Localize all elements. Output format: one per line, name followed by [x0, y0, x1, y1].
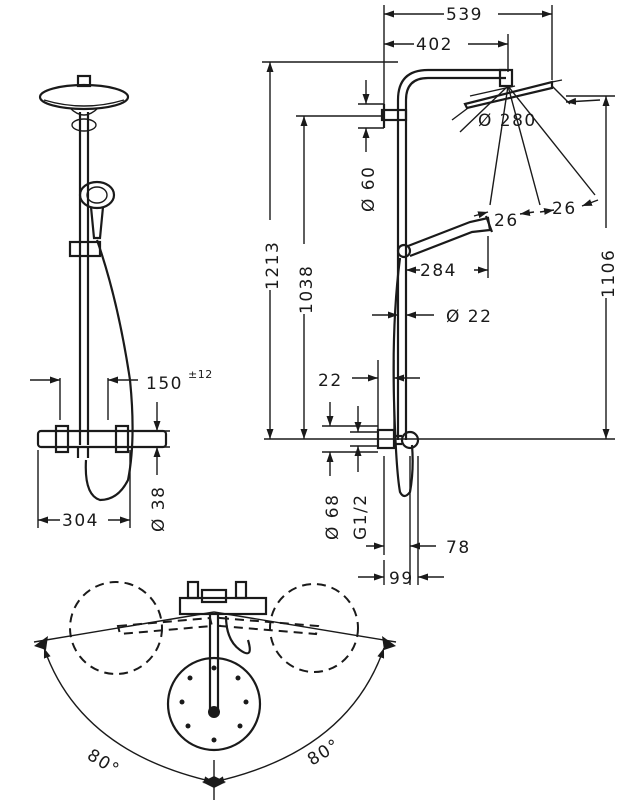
dim-spray-angle-a-label: 26 [494, 211, 519, 231]
side-hose [392, 257, 414, 498]
dim-wall-distance-label: 99 [389, 569, 414, 589]
top-angle-left-label: 80° [83, 745, 123, 780]
dim-arm-reach: 402 [384, 34, 509, 72]
swing-arm-left [116, 616, 214, 636]
front-hose [84, 239, 134, 502]
dim-arm-reach-label: 402 [416, 35, 453, 55]
dim-front-mixer-dia-label: Ø 38 [149, 486, 169, 532]
dim-head-diameter-label: Ø 280 [478, 111, 537, 131]
top-wall-reference [33, 611, 397, 650]
dim-height-head: 1106 [566, 95, 619, 439]
side-spray-angle-lines [459, 85, 596, 206]
dim-total-reach-label: 539 [446, 5, 483, 25]
dim-height-bracket: 1038 [296, 115, 382, 439]
dim-total-reach: 539 [383, 4, 553, 105]
dim-height-head-label: 1106 [599, 249, 619, 298]
dim-front-spacing: 150 ±12 [30, 368, 213, 420]
dim-wall-diameter-label: Ø 68 [323, 494, 343, 540]
front-view: 150 ±12 Ø 38 304 [30, 74, 213, 532]
dim-hand-shower-reach: 284 [406, 236, 489, 281]
dim-spray-angles: 26 26 [473, 199, 599, 231]
dim-bracket-diameter: Ø 60 [358, 80, 384, 212]
front-thermostat-mixer [36, 424, 168, 458]
dim-bracket-diameter-label: Ø 60 [359, 166, 379, 212]
dim-mixer-depth: 78 [366, 456, 471, 585]
dim-height-total-label: 1213 [263, 241, 283, 290]
dim-front-spacing-label: 150 [146, 374, 183, 394]
dim-thread-size: G1/2 [350, 406, 378, 540]
dim-spray-angle-b-label: 26 [552, 199, 577, 219]
top-mixer-body [178, 580, 268, 655]
side-shower-head [463, 68, 563, 110]
front-hand-shower [68, 180, 116, 258]
dim-wall-distance: 99 [358, 456, 444, 589]
front-shower-head [38, 74, 130, 116]
dim-front-width-label: 304 [62, 511, 99, 531]
dim-mixer-depth-label: 78 [446, 538, 471, 558]
dim-pipe-offset-label: 22 [318, 371, 343, 391]
dim-height-bracket-label: 1038 [297, 265, 317, 314]
dim-pipe-diameter: Ø 22 [372, 307, 492, 327]
dim-front-width: 304 [37, 450, 131, 531]
side-view: 539 402 Ø 280 1213 [262, 4, 619, 589]
top-angle-right-label: 80° [304, 735, 344, 770]
swing-circle-right [269, 583, 359, 673]
dim-wall-diameter: Ø 68 [322, 402, 378, 540]
top-view: 80° 80° [33, 580, 397, 800]
dim-pipe-diameter-label: Ø 22 [446, 307, 492, 327]
dim-thread-size-label: G1/2 [351, 493, 371, 540]
dim-front-spacing-tolerance: ±12 [188, 368, 213, 381]
front-riser-pipe [71, 112, 97, 445]
swing-circle-left [69, 581, 163, 675]
dim-head-diameter: Ø 280 [451, 97, 601, 131]
dim-hand-shower-reach-label: 284 [420, 261, 457, 281]
side-riser-pipe [380, 68, 506, 440]
top-angle-arcs [43, 647, 385, 800]
dim-front-mixer-dia: Ø 38 [149, 402, 170, 532]
top-shower-head-circle [166, 656, 262, 752]
dim-pipe-offset: 22 [318, 360, 420, 432]
side-hand-shower [396, 215, 494, 259]
dim-height-total: 1213 [262, 61, 398, 439]
